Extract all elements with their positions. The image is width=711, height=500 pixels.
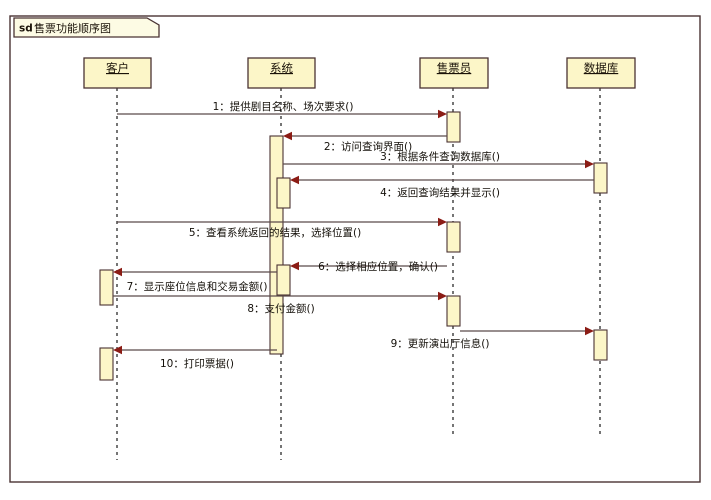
diagram-frame-rect <box>9 15 701 483</box>
message-9[interactable]: 9：更新演出厅信息() <box>391 326 594 350</box>
lifelines-group <box>116 88 601 460</box>
actor-label-customer: 客户 <box>106 61 129 75</box>
message-label-6: 6：选择相应位置，确认() <box>318 260 438 273</box>
message-label-3: 3：根据条件查询数据库() <box>380 150 500 163</box>
message-4[interactable]: 4：返回查询结果并显示() <box>290 175 594 199</box>
actor-label-seller: 售票员 <box>437 61 472 75</box>
actor-seller[interactable]: 售票员 <box>419 57 489 89</box>
message-arrowhead-9 <box>585 326 594 336</box>
frame-title-tab <box>13 17 160 38</box>
actor-customer[interactable]: 客户 <box>83 57 152 89</box>
message-label-2: 2：访问查询界面() <box>324 140 412 153</box>
frame-tag-label: sd <box>19 23 33 35</box>
message-label-5: 5：查看系统返回的结果，选择位置() <box>189 226 361 239</box>
activation-bar-act-seller-1 <box>446 111 461 143</box>
message-label-7: 7：显示座位信息和交易金额() <box>127 280 268 293</box>
message-arrowhead-2 <box>283 131 292 141</box>
message-arrowhead-4 <box>290 175 299 185</box>
message-label-9: 9：更新演出厅信息() <box>391 337 490 350</box>
actor-system[interactable]: 系统 <box>247 57 316 89</box>
message-arrowhead-7 <box>113 267 122 277</box>
activation-bar-act-db-2 <box>593 329 608 361</box>
actor-box-system[interactable] <box>247 57 316 89</box>
actor-label-system: 系统 <box>270 61 293 75</box>
message-3[interactable]: 3：根据条件查询数据库() <box>283 150 594 169</box>
message-5[interactable]: 5：查看系统返回的结果，选择位置() <box>117 217 447 239</box>
message-7[interactable]: 7：显示座位信息和交易金额() <box>113 267 277 293</box>
message-label-1: 1：提供剧目名称、场次要求() <box>213 100 354 113</box>
messages-group: 1：提供剧目名称、场次要求() 2：访问查询界面()3：根据条件查询数据库() 4：… <box>113 100 594 370</box>
activation-bar-act-system-nested-2 <box>276 264 291 296</box>
activation-bars-group <box>99 111 608 381</box>
activation-bar-act-seller-3 <box>446 295 461 327</box>
message-8[interactable]: 8：支付金额() <box>113 291 447 315</box>
activation-bar-act-customer-2 <box>99 347 114 381</box>
message-arrowhead-8 <box>438 291 447 301</box>
message-10[interactable]: 10：打印票据() <box>113 345 277 370</box>
actor-box-seller[interactable] <box>419 57 489 89</box>
message-arrowhead-6 <box>290 261 299 271</box>
message-arrowhead-1 <box>438 109 447 119</box>
actor-box-customer[interactable] <box>83 57 152 89</box>
message-1[interactable]: 1：提供剧目名称、场次要求() <box>117 100 447 119</box>
actor-boxes-group: 客户 系统 售票员 数据库 <box>83 57 636 89</box>
actor-label-database: 数据库 <box>584 61 619 75</box>
message-6[interactable]: 6：选择相应位置，确认() <box>290 260 447 273</box>
message-label-4: 4：返回查询结果并显示() <box>380 186 500 199</box>
message-arrowhead-3 <box>585 159 594 169</box>
message-label-8: 8：支付金额() <box>247 302 314 315</box>
activation-bar-act-customer-1 <box>99 269 114 306</box>
activation-bar-act-db-1 <box>593 162 608 194</box>
message-2[interactable]: 2：访问查询界面() <box>283 131 447 153</box>
message-arrowhead-5 <box>438 217 447 227</box>
actor-database[interactable]: 数据库 <box>566 57 636 89</box>
message-label-10: 10：打印票据() <box>160 357 234 370</box>
activation-bar-act-seller-2 <box>446 221 461 253</box>
diagram-title: 售票功能顺序图 <box>34 21 111 35</box>
activation-bar-act-system-main <box>269 135 284 355</box>
actor-box-database[interactable] <box>566 57 636 89</box>
activation-bar-act-system-nested-1 <box>276 177 291 209</box>
message-arrowhead-10 <box>113 345 122 355</box>
